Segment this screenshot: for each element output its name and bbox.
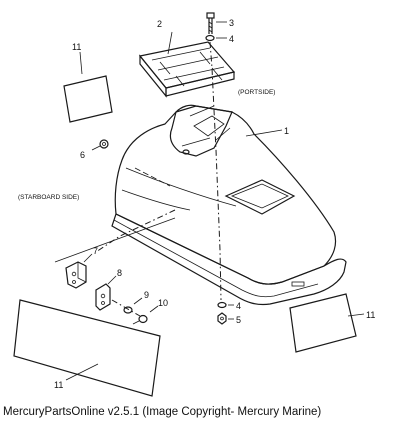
- engine-cowling: 1: [111, 104, 347, 306]
- screw-10: 10: [132, 298, 168, 325]
- label-2: 2: [157, 19, 162, 29]
- decal-right: 11: [289, 293, 375, 353]
- label-11-right: 11: [366, 310, 375, 320]
- screw-top: 3: [206, 12, 234, 34]
- label-1: 1: [284, 126, 289, 136]
- decal-bottom-left: 11: [13, 299, 161, 397]
- decal-top-left: 11: [63, 42, 113, 123]
- label-3: 3: [229, 18, 234, 28]
- label-10: 10: [158, 298, 168, 308]
- washer-9: 9: [123, 290, 149, 314]
- starboard-side-note: (STARBOARD SIDE): [18, 194, 79, 201]
- label-4-top: 4: [229, 34, 234, 44]
- label-4-bottom: 4: [236, 301, 241, 311]
- bracket-axis-line: [95, 209, 176, 253]
- label-11-bottom: 11: [54, 380, 63, 390]
- washer-bottom: 4: [217, 301, 241, 311]
- top-cover-plate: 2: [138, 19, 236, 98]
- portside-note: (PORTSIDE): [238, 89, 275, 96]
- bracket-7: 7: [65, 246, 98, 289]
- nut-5: 5: [217, 312, 241, 325]
- label-11-top: 11: [72, 42, 81, 52]
- copyright-caption: MercuryPartsOnline v2.5.1 (Image Copyrig…: [3, 406, 322, 418]
- washer-top: 4: [205, 34, 234, 44]
- label-9: 9: [144, 290, 149, 300]
- exploded-parts-diagram: 11 2 3 4 (PORTSIDE): [13, 12, 375, 397]
- assembly-axis-line: [209, 41, 222, 301]
- label-7: 7: [93, 246, 98, 256]
- label-5: 5: [236, 315, 241, 325]
- clip-8: 8: [95, 268, 122, 311]
- label-8: 8: [117, 268, 122, 278]
- grommet-6: 6: [80, 139, 109, 160]
- label-6: 6: [80, 150, 85, 160]
